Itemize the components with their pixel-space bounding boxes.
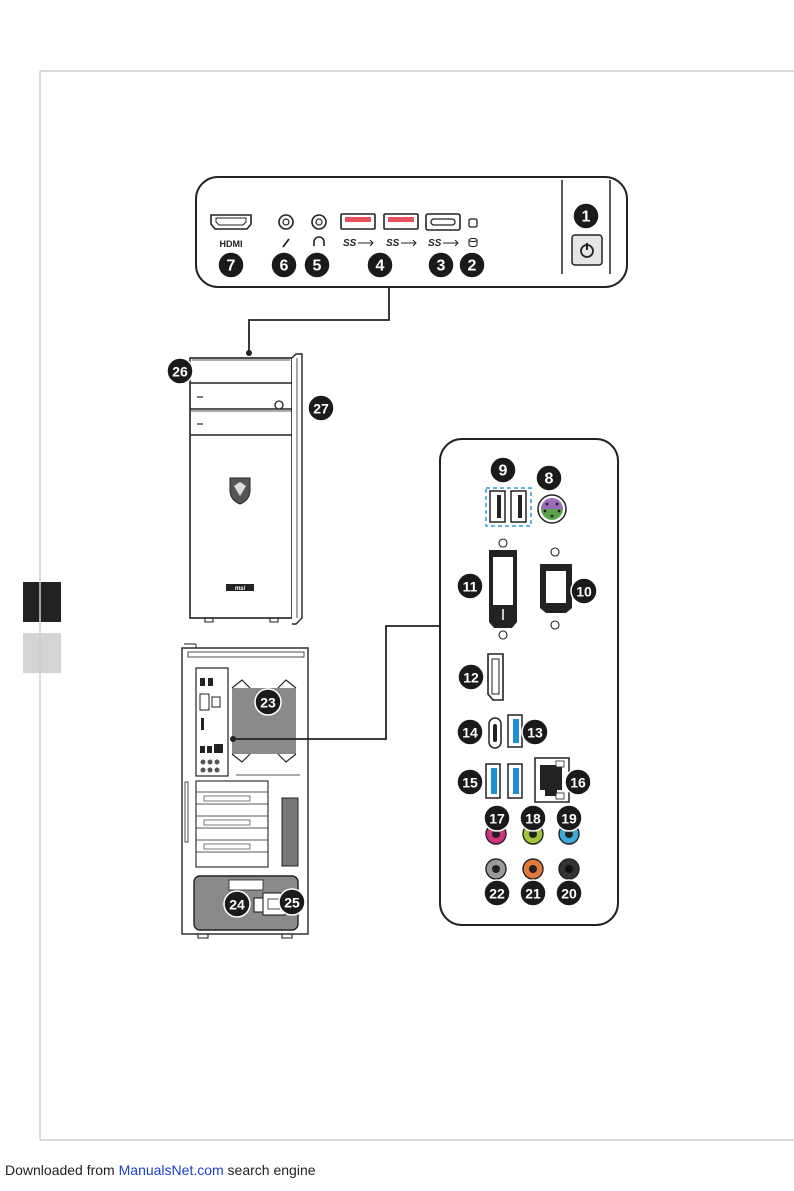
callout-number: 2 bbox=[468, 258, 477, 275]
power-button-icon bbox=[572, 235, 602, 265]
callout-number: 10 bbox=[576, 584, 592, 600]
expansion-slots bbox=[196, 781, 268, 867]
side-vent bbox=[282, 798, 298, 866]
callout-number: 19 bbox=[561, 811, 577, 827]
callout-number: 5 bbox=[313, 258, 322, 275]
callout-number: 14 bbox=[462, 725, 478, 741]
footer-prefix: Downloaded from bbox=[5, 1162, 119, 1178]
callout-number: 27 bbox=[313, 401, 329, 417]
callout-number: 17 bbox=[489, 811, 505, 827]
callout-badge: 11 bbox=[457, 573, 483, 599]
tower-rear-view bbox=[182, 626, 441, 938]
usb3-port-icon bbox=[486, 764, 500, 798]
callout-number: 24 bbox=[229, 897, 245, 913]
callout-badge: 24 bbox=[224, 891, 250, 917]
callout-number: 20 bbox=[561, 886, 577, 902]
callout-number: 3 bbox=[437, 258, 446, 275]
ss-label: SS bbox=[428, 238, 442, 249]
displayport-icon bbox=[488, 654, 503, 700]
callout-badge: 8 bbox=[536, 465, 562, 491]
usb-a-port-icon bbox=[341, 214, 375, 229]
callout-badge: 9 bbox=[490, 457, 516, 483]
callout-badge: 21 bbox=[520, 880, 546, 906]
callout-number: 15 bbox=[462, 775, 478, 791]
callout-badge: 14 bbox=[457, 719, 483, 745]
footer-attribution: Downloaded from ManualsNet.com search en… bbox=[5, 1162, 316, 1178]
callout-badge: 13 bbox=[522, 719, 548, 745]
callout-badge: 10 bbox=[571, 578, 597, 604]
callout-number: 7 bbox=[227, 258, 236, 275]
callout-number: 9 bbox=[499, 463, 508, 480]
callout-badge: 15 bbox=[457, 769, 483, 795]
callout-number: 11 bbox=[463, 579, 478, 595]
hdmi-label: HDMI bbox=[220, 239, 243, 249]
callout-badge: 20 bbox=[556, 880, 582, 906]
lan-port-icon bbox=[535, 758, 569, 802]
callout-number: 25 bbox=[284, 895, 300, 911]
callout-badge: 2 bbox=[459, 252, 485, 278]
audio-jack-black-icon bbox=[559, 859, 579, 879]
callout-badge: 12 bbox=[458, 664, 484, 690]
ss-label: SS bbox=[343, 238, 357, 249]
callout-badge: 1 bbox=[573, 203, 599, 229]
callout-badge: 25 bbox=[279, 889, 305, 915]
callout-badge: 27 bbox=[308, 395, 334, 421]
callout-number: 6 bbox=[280, 258, 289, 275]
callout-number: 8 bbox=[545, 471, 554, 488]
callout-number: 12 bbox=[463, 670, 479, 686]
callout-badge: 4 bbox=[367, 252, 393, 278]
callout-number: 23 bbox=[260, 695, 276, 711]
usb-c-port-icon bbox=[489, 718, 501, 748]
dvi-port-icon bbox=[489, 539, 517, 639]
callout-badge: 6 bbox=[271, 252, 297, 278]
usb-a-port-icon bbox=[384, 214, 418, 229]
callout-badge: 23 bbox=[255, 689, 281, 715]
hdmi-port-icon bbox=[211, 215, 251, 229]
callout-badge: 26 bbox=[167, 358, 193, 384]
callout-number: 13 bbox=[527, 725, 543, 741]
tower-front-view: msi bbox=[190, 354, 302, 624]
leader-line bbox=[249, 287, 389, 352]
usb3-port-icon bbox=[508, 764, 522, 798]
callout-number: 26 bbox=[172, 364, 188, 380]
callout-badge: 5 bbox=[304, 252, 330, 278]
audio-jack-gray-icon bbox=[486, 859, 506, 879]
footer-suffix: search engine bbox=[224, 1162, 316, 1178]
brand-logo-text: msi bbox=[235, 586, 246, 592]
callout-number: 22 bbox=[489, 886, 505, 902]
usb-c-port-icon bbox=[426, 214, 460, 230]
callout-badge: 22 bbox=[484, 880, 510, 906]
callout-badge: 19 bbox=[556, 805, 582, 831]
callout-badge: 3 bbox=[428, 252, 454, 278]
callout-number: 1 bbox=[582, 209, 591, 226]
ss-label: SS bbox=[386, 238, 400, 249]
callout-number: 16 bbox=[570, 775, 586, 791]
callout-badge: 18 bbox=[520, 805, 546, 831]
callout-badge: 17 bbox=[484, 805, 510, 831]
usb-a-port-icon bbox=[490, 491, 505, 522]
callout-number: 4 bbox=[376, 258, 385, 275]
callout-number: 18 bbox=[525, 811, 541, 827]
usb3-port-icon bbox=[508, 715, 522, 747]
callout-badge: 16 bbox=[565, 769, 591, 795]
front-io-panel: HDMI bbox=[196, 177, 627, 356]
footer-source-link[interactable]: ManualsNet.com bbox=[119, 1162, 224, 1178]
ps2-port-icon bbox=[538, 495, 566, 523]
callout-number: 21 bbox=[525, 886, 541, 902]
usb-a-port-icon bbox=[511, 491, 526, 522]
callout-badge: 7 bbox=[218, 252, 244, 278]
audio-jack-orange-icon bbox=[523, 859, 543, 879]
